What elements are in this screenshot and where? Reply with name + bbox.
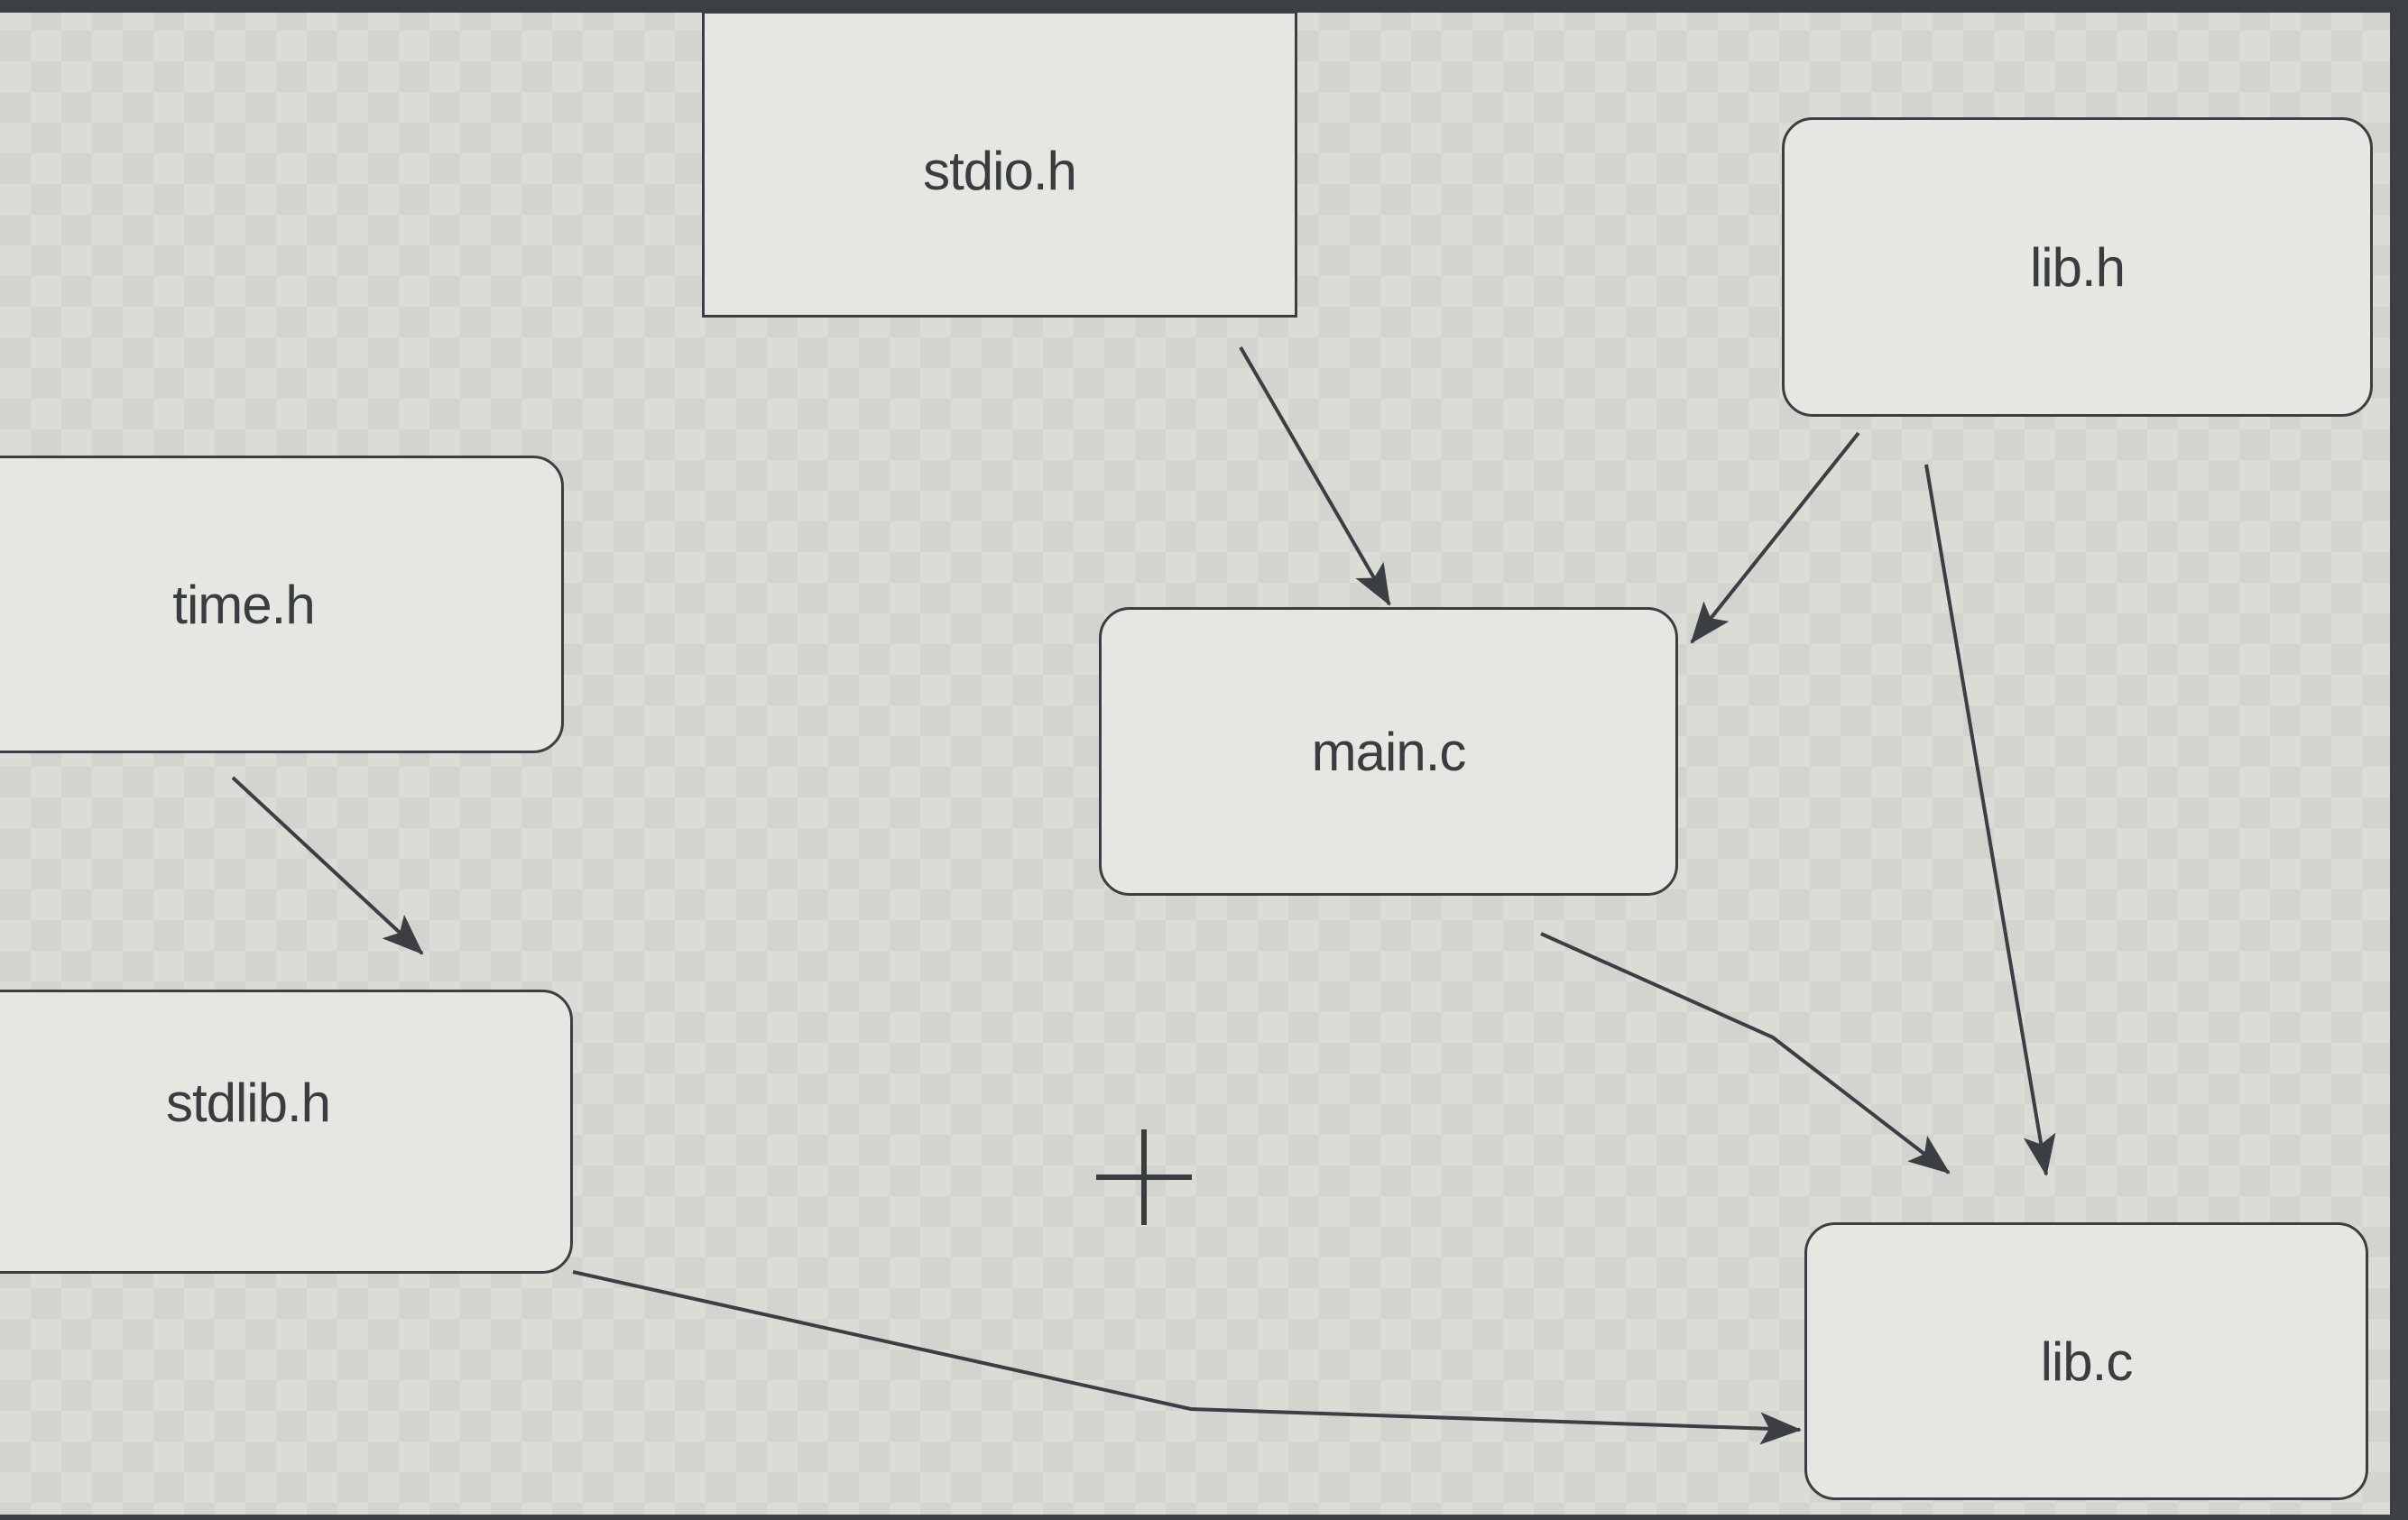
node-label: time.h: [172, 574, 315, 635]
node-time-h[interactable]: time.h: [0, 456, 564, 753]
crosshair-cursor-icon: [1096, 1129, 1192, 1225]
edge-libh-to-libc[interactable]: [1924, 464, 2056, 1176]
node-lib-h[interactable]: lib.h: [1782, 117, 2373, 417]
window-frame-top: [0, 0, 2408, 13]
node-label: main.c: [1311, 721, 1467, 782]
window-frame-bottom: [0, 1515, 2408, 1520]
edge-time-to-stdlib[interactable]: [231, 776, 424, 955]
node-label: stdio.h: [923, 141, 1077, 201]
node-label: lib.h: [2029, 236, 2126, 298]
edge-stdio-to-main[interactable]: [1239, 345, 1391, 606]
edge-libh-to-main[interactable]: [1690, 431, 1860, 644]
edge-main-to-libc[interactable]: [1540, 932, 1951, 1175]
edge-stdlib-to-libc[interactable]: [572, 1270, 1802, 1445]
window-frame-right: [2390, 0, 2408, 1520]
node-main-c[interactable]: main.c: [1099, 607, 1678, 896]
node-stdio-h[interactable]: stdio.h: [702, 11, 1297, 318]
node-stdlib-h[interactable]: stdlib.h: [0, 990, 573, 1274]
node-label: lib.c: [2040, 1331, 2134, 1392]
node-label: stdlib.h: [165, 1072, 331, 1133]
node-lib-c[interactable]: lib.c: [1804, 1222, 2368, 1500]
